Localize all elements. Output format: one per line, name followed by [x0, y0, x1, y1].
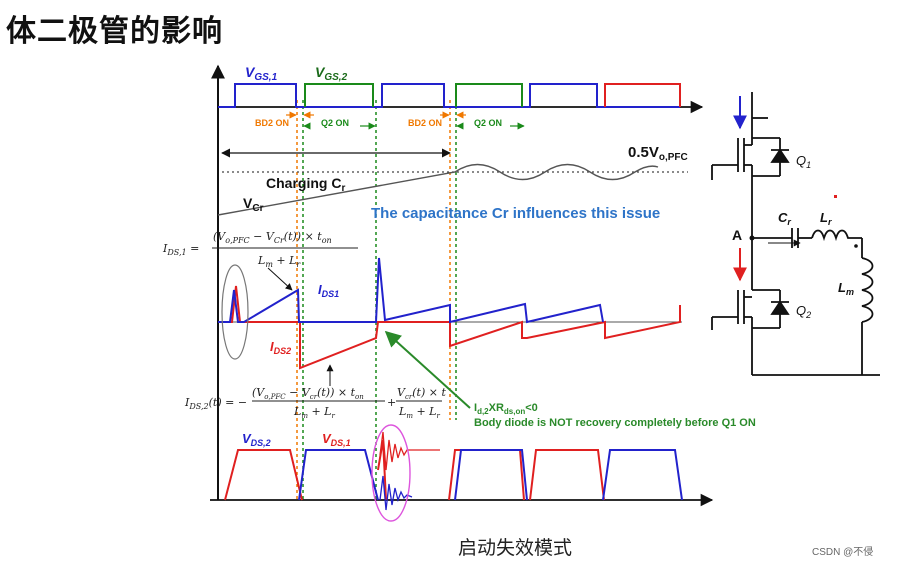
ids1-waveform: [218, 257, 604, 324]
ids2-equation: IDS,2(t) = − (Vo,PFC − Vcr(t)) × ton Lm …: [184, 386, 446, 420]
half-vo-label: 0.5Vo,PFC: [628, 144, 688, 163]
vgs1-waveform: [218, 83, 680, 108]
body-diode-note: Body diode is NOT recovery completely be…: [474, 417, 756, 429]
vds2-waveform: [298, 449, 683, 501]
lm-label: Lm: [838, 280, 854, 297]
ids1-label: IDS1: [318, 282, 339, 299]
cr-label: Cr: [778, 210, 791, 227]
node-a-label: A: [732, 227, 742, 243]
vcr-label: VCr: [243, 195, 264, 214]
body-diode-pointer-arrow: [384, 330, 471, 409]
q1-label: Q1: [796, 153, 811, 170]
vds2-label: VDS,2: [242, 431, 271, 448]
svg-text:Vcr(t) × t: Vcr(t) × t: [397, 386, 446, 401]
id2-note: Id,2XRds,on<0: [474, 402, 538, 416]
svg-text:Lm + Lr: Lm + Lr: [257, 254, 301, 269]
vds-ringing-marker: [371, 424, 411, 522]
svg-text:Q2 ON: Q2 ON: [474, 118, 502, 128]
ids1-equation: IDS,1 = (Vo,PFC − VCr(t)) × ton Lm + Lr: [162, 230, 358, 269]
vgs1-label: VGS,1: [245, 64, 278, 83]
svg-text:(Vo,PFC − Vcr(t)) × ton: (Vo,PFC − Vcr(t)) × ton: [252, 386, 364, 401]
svg-text:Lm + Lr: Lm + Lr: [398, 405, 440, 420]
vds1-ringing: [379, 431, 440, 471]
svg-text:(Vo,PFC − VCr(t)) × ton: (Vo,PFC − VCr(t)) × ton: [213, 230, 332, 245]
time-markers: [296, 100, 457, 500]
watermark: CSDN @不侵: [812, 547, 874, 558]
q2-label: Q2: [796, 303, 811, 320]
svg-text:IDS,1 =: IDS,1 =: [162, 242, 199, 257]
vgs2-label: VGS,2: [315, 64, 348, 83]
page-title: 体二极管的影响: [6, 14, 223, 49]
node-a-dot: [749, 235, 755, 241]
svg-text:BD2 ON: BD2 ON: [255, 118, 289, 128]
vgs2-red-segment: [604, 83, 681, 107]
ids-startup-spike-marker: [221, 264, 249, 360]
svg-text:BD2 ON: BD2 ON: [408, 118, 442, 128]
ids1-eq-pointer: [267, 267, 293, 291]
svg-text:Q2 ON: Q2 ON: [321, 118, 349, 128]
svg-text:IDS,2(t) = −: IDS,2(t) = −: [184, 396, 247, 411]
charging-label: Charging Cr: [266, 175, 345, 194]
vds1-waveform: [224, 439, 605, 501]
red-mark: [834, 195, 837, 198]
figure-caption: 启动失效模式: [458, 537, 573, 559]
vcr-waveform: [217, 163, 659, 216]
vds2-ringing: [379, 475, 413, 511]
vgs2-waveform: [304, 83, 523, 107]
lr-label: Lr: [820, 210, 832, 227]
svg-text:Lm + Lr: Lm + Lr: [293, 405, 335, 420]
half-bridge-schematic: [711, 92, 880, 376]
lm-polarity-dot: [854, 244, 858, 248]
svg-text:+: +: [387, 396, 396, 409]
ids2-label: IDS2: [270, 339, 291, 356]
interval-labels: BD2 ON Q2 ON BD2 ON Q2 ON: [255, 111, 525, 130]
vds1-label: VDS,1: [322, 431, 351, 448]
capacitance-note: The capacitance Cr influences this issue: [371, 205, 660, 222]
